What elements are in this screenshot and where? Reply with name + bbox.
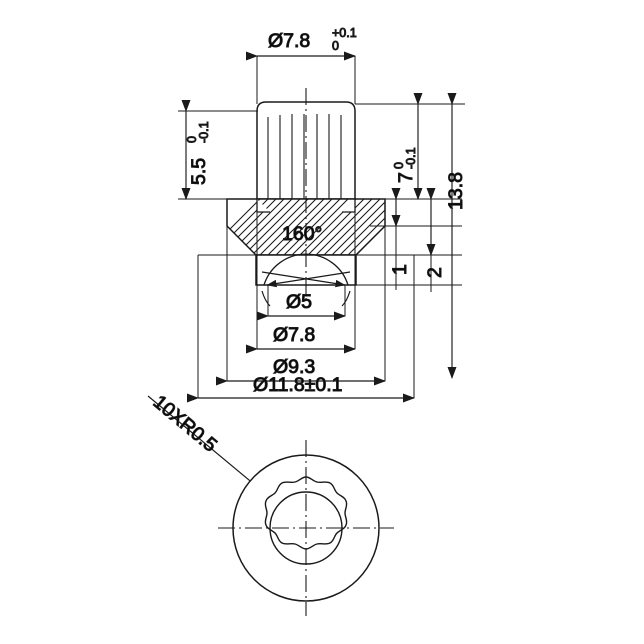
dim-diameter-11-8: Ø11.8±0.1 xyxy=(187,374,415,403)
dim-angle-160: 160° xyxy=(282,223,322,245)
dim-7-tol-lower: -0.1 xyxy=(404,147,418,169)
dim-height-7-text: 7 0 -0.1 xyxy=(392,147,419,184)
knurl-lines xyxy=(267,114,342,199)
dim-diameter-5: Ø5 xyxy=(257,291,346,321)
dim-9-3-value: Ø9.3 xyxy=(273,356,315,378)
dim-1-value: 1 xyxy=(389,264,411,275)
dim-11-8-value: Ø11.8±0.1 xyxy=(253,374,342,396)
callout-10xr05-value: 10XR0.5 xyxy=(149,391,221,457)
dim-7-value: 7 xyxy=(395,172,417,183)
dim-2-value: 2 xyxy=(424,267,446,278)
dim-diameter-7-8-bottom: Ø7.8 xyxy=(246,324,356,354)
extension-lines xyxy=(178,56,465,398)
bottom-view-centerlines xyxy=(218,440,394,616)
dim-7-8-top-value: Ø7.8 xyxy=(268,30,310,52)
dim-height-1: 1 xyxy=(389,188,412,290)
dim-13-8-value: 13.8 xyxy=(445,172,467,210)
dim-height-2: 2 xyxy=(424,188,447,292)
dim-height-5-5-text: 5.5 0 -0.1 xyxy=(185,121,212,186)
dim-7-8-top-tol-lower: 0 xyxy=(332,39,339,53)
dim-5-value: Ø5 xyxy=(286,291,312,313)
dim-overall-height-13-8: 13.8 xyxy=(445,93,468,379)
dim-7-8-bottom-value: Ø7.8 xyxy=(273,324,315,346)
bottom-view xyxy=(218,440,394,616)
dim-diameter-7-8-top-text: Ø7.8 +0.1 0 xyxy=(268,26,358,54)
dim-5-5-tol-upper: 0 xyxy=(185,136,199,143)
dim-5-5-tol-lower: -0.1 xyxy=(197,121,211,143)
dim-5-5-value: 5.5 xyxy=(188,158,210,185)
cavity-taper-lines xyxy=(261,271,351,288)
dim-7-tol-upper: 0 xyxy=(392,162,406,169)
dim-diameter-9-3: Ø9.3 xyxy=(216,356,386,386)
dim-7-8-top-tol-upper: +0.1 xyxy=(332,26,357,40)
